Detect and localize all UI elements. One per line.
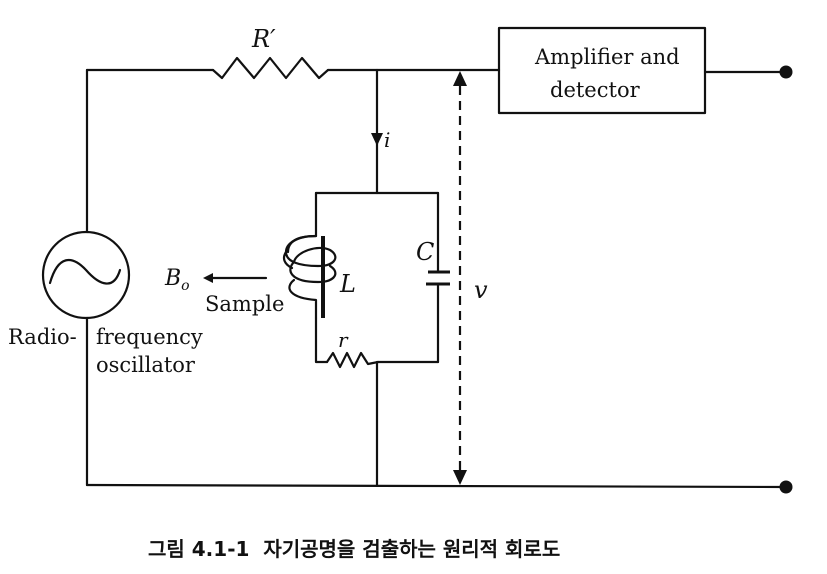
field-label: Bo — [164, 266, 190, 294]
voltage-label: v — [474, 276, 488, 304]
voltage-arrow-up-icon — [453, 71, 467, 86]
field-label-subscript: o — [181, 278, 189, 294]
field-label-main: B — [164, 266, 181, 291]
capacitor-label: C — [416, 238, 434, 266]
output-terminal-top — [779, 65, 793, 79]
oscillator-label-3: oscillator — [96, 353, 196, 377]
resistor-r-prime-label: R′ — [251, 25, 276, 53]
tank-left-wire-bottom — [314, 316, 329, 364]
resistor-r-prime — [211, 56, 330, 80]
rf-oscillator — [41, 230, 131, 320]
current-label: i — [384, 128, 390, 152]
sample-label: Sample — [205, 292, 284, 316]
oscillator-label-2: frequency — [96, 325, 203, 349]
resistor-r — [325, 351, 380, 369]
amplifier-label-2: detector — [550, 78, 641, 102]
inductor-label: L — [339, 270, 356, 298]
bottom-wire — [85, 483, 788, 489]
figure-caption: 그림 4.1-1 자기공명을 검출하는 원리적 회로도 — [148, 537, 560, 561]
oscillator-circle — [41, 230, 131, 320]
voltage-arrow-down-icon — [453, 470, 467, 485]
amplifier-label-1: Amplifier and — [534, 45, 680, 69]
current-arrow-icon — [371, 133, 383, 146]
inductor-coil — [282, 234, 337, 320]
resistor-r-label: r — [338, 328, 349, 352]
output-terminal-bottom — [779, 480, 793, 494]
oscillator-label-1: Radio- — [8, 325, 77, 349]
amplifier-detector-box — [497, 26, 707, 115]
sine-wave-icon — [48, 259, 122, 285]
